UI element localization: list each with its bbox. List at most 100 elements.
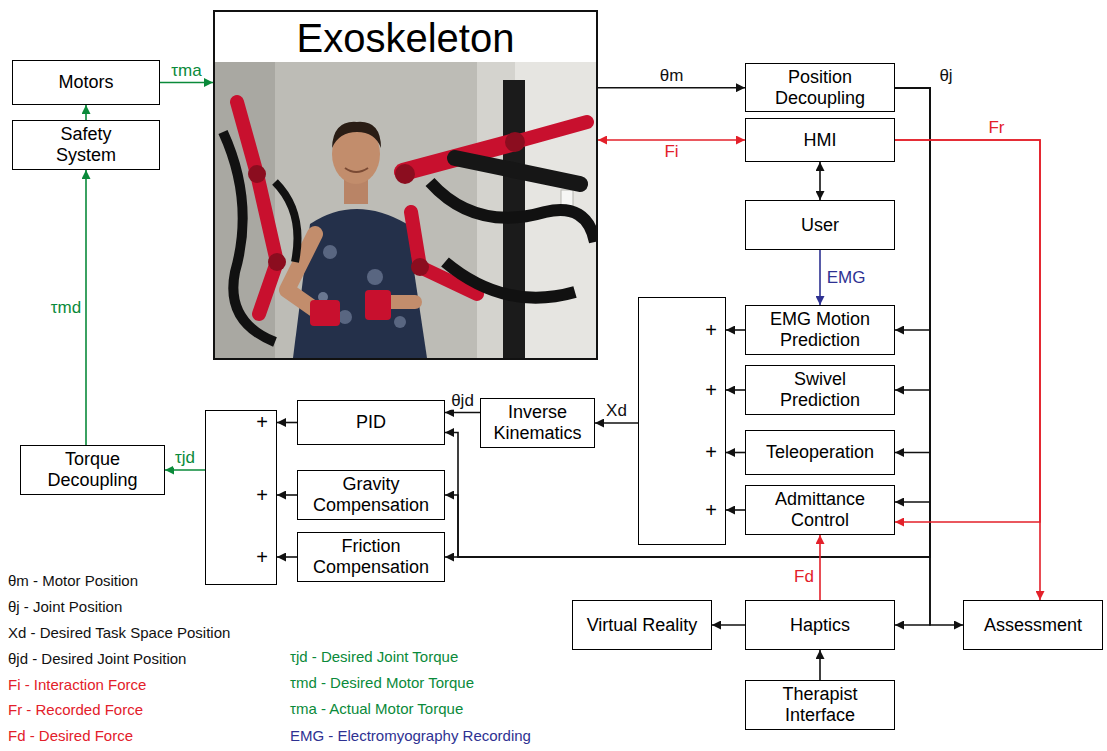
sum-sign: +	[705, 500, 717, 520]
process-box: Motors	[12, 60, 160, 105]
legend-entry: θjd - Desired Joint Position	[8, 650, 186, 668]
signal-arrow	[895, 88, 930, 390]
signal-arrow	[895, 88, 930, 453]
legend-entry: Fr - Recorded Force	[8, 701, 143, 719]
process-box: Inverse Kinematics	[480, 398, 595, 448]
process-box: Swivel Prediction	[745, 365, 895, 415]
legend-entry: θm - Motor Position	[8, 572, 138, 590]
box-label: Swivel Prediction	[752, 369, 888, 410]
process-box: Haptics	[745, 600, 895, 650]
signal-arrow	[445, 412, 480, 414]
legend-entry: Fd - Desired Force	[8, 727, 133, 745]
process-box: EMG Motion Prediction	[745, 305, 895, 355]
signal-arrow	[895, 88, 963, 625]
legend-entry: EMG - Electromyography Recording	[290, 727, 531, 745]
illustration-part	[455, 158, 580, 184]
signal-arrow	[595, 422, 638, 424]
legend-entry: τma - Actual Motor Torque	[290, 700, 463, 718]
signal-arrow	[895, 88, 930, 625]
process-box: Assessment	[963, 600, 1103, 650]
process-box: PID	[297, 400, 445, 445]
signal-arrow	[277, 494, 297, 496]
box-label: PID	[356, 412, 386, 433]
sum-sign: +	[256, 485, 268, 505]
signal-arrow	[726, 329, 745, 331]
signal-arrow	[85, 105, 87, 120]
exoskeleton-photo	[215, 62, 596, 358]
box-label: User	[801, 215, 839, 236]
signal-label: Fd	[792, 568, 816, 587]
illustration-part	[310, 300, 340, 326]
box-label: Torque Decoupling	[27, 449, 158, 490]
process-box: Safety System	[12, 120, 160, 170]
signal-arrow	[598, 139, 745, 141]
box-label: Position Decoupling	[752, 67, 888, 108]
box-label: Teleoperation	[766, 442, 874, 463]
signal-arrow	[895, 88, 930, 330]
signal-label: θj	[937, 66, 954, 85]
box-label: Safety System	[46, 124, 126, 165]
panel-title: Exoskeleton	[297, 14, 515, 62]
box-label: Assessment	[984, 615, 1082, 636]
signal-arrow	[819, 535, 821, 600]
signal-arrow	[895, 140, 1040, 522]
illustration-part	[394, 316, 406, 328]
illustration-part	[367, 269, 383, 285]
box-label: HMI	[804, 130, 837, 151]
signal-arrow	[712, 624, 745, 626]
box-label: Virtual Reality	[587, 615, 698, 636]
illustration-part	[345, 168, 368, 172]
exoskeleton-panel: Exoskeleton	[213, 10, 598, 360]
signal-label: τjd	[173, 449, 197, 468]
signal-arrow	[819, 650, 821, 680]
illustration-part	[275, 182, 298, 262]
signal-label: Fr	[986, 119, 1006, 138]
illustration-part	[505, 132, 525, 152]
summing-junction: ++++	[638, 297, 726, 545]
signal-arrow	[445, 88, 930, 557]
box-label: Haptics	[790, 615, 850, 636]
signal-arrow	[726, 452, 745, 454]
signal-label: Xd	[604, 402, 629, 421]
box-label: Motors	[58, 72, 113, 93]
illustration-part	[445, 262, 575, 298]
legend-entry: θj - Joint Position	[8, 598, 122, 616]
illustration-part	[332, 122, 381, 148]
signal-arrow	[895, 140, 1040, 600]
signal-label: Fi	[662, 143, 680, 162]
legend-entry: τjd - Desired Joint Torque	[290, 648, 458, 666]
box-label: Admittance Control	[752, 489, 888, 530]
signal-arrow	[445, 88, 930, 557]
signal-arrow	[598, 87, 745, 89]
signal-arrow	[819, 250, 821, 305]
process-box: Friction Compensation	[297, 532, 445, 582]
signal-label: θjd	[449, 391, 476, 410]
box-label: Friction Compensation	[304, 536, 438, 577]
illustration-part	[248, 165, 266, 183]
box-label: Therapist Interface	[752, 684, 888, 725]
signal-arrow	[895, 88, 930, 502]
box-label: Inverse Kinematics	[487, 402, 588, 443]
box-label: Gravity Compensation	[304, 474, 438, 515]
signal-arrow	[819, 162, 821, 200]
sum-sign: +	[705, 320, 717, 340]
signal-label: τma	[169, 61, 203, 80]
sum-sign: +	[705, 442, 717, 462]
box-label: EMG Motion Prediction	[752, 309, 888, 350]
illustration-part	[430, 182, 595, 242]
signal-arrow	[85, 170, 87, 445]
illustration-part	[365, 290, 391, 320]
illustration-part	[323, 245, 337, 259]
summing-junction: + + +	[205, 410, 277, 585]
signal-arrow	[277, 556, 297, 558]
sum-sign: +	[256, 547, 268, 567]
connectors	[86, 83, 1040, 681]
signal-arrow	[726, 389, 745, 391]
process-box: Position Decoupling	[745, 63, 895, 112]
legend-entry: τmd - Desired Motor Torque	[290, 674, 474, 692]
illustration-part	[215, 62, 596, 358]
sum-sign: +	[256, 412, 268, 432]
signal-arrow	[726, 509, 745, 511]
signal-arrow	[165, 469, 205, 471]
